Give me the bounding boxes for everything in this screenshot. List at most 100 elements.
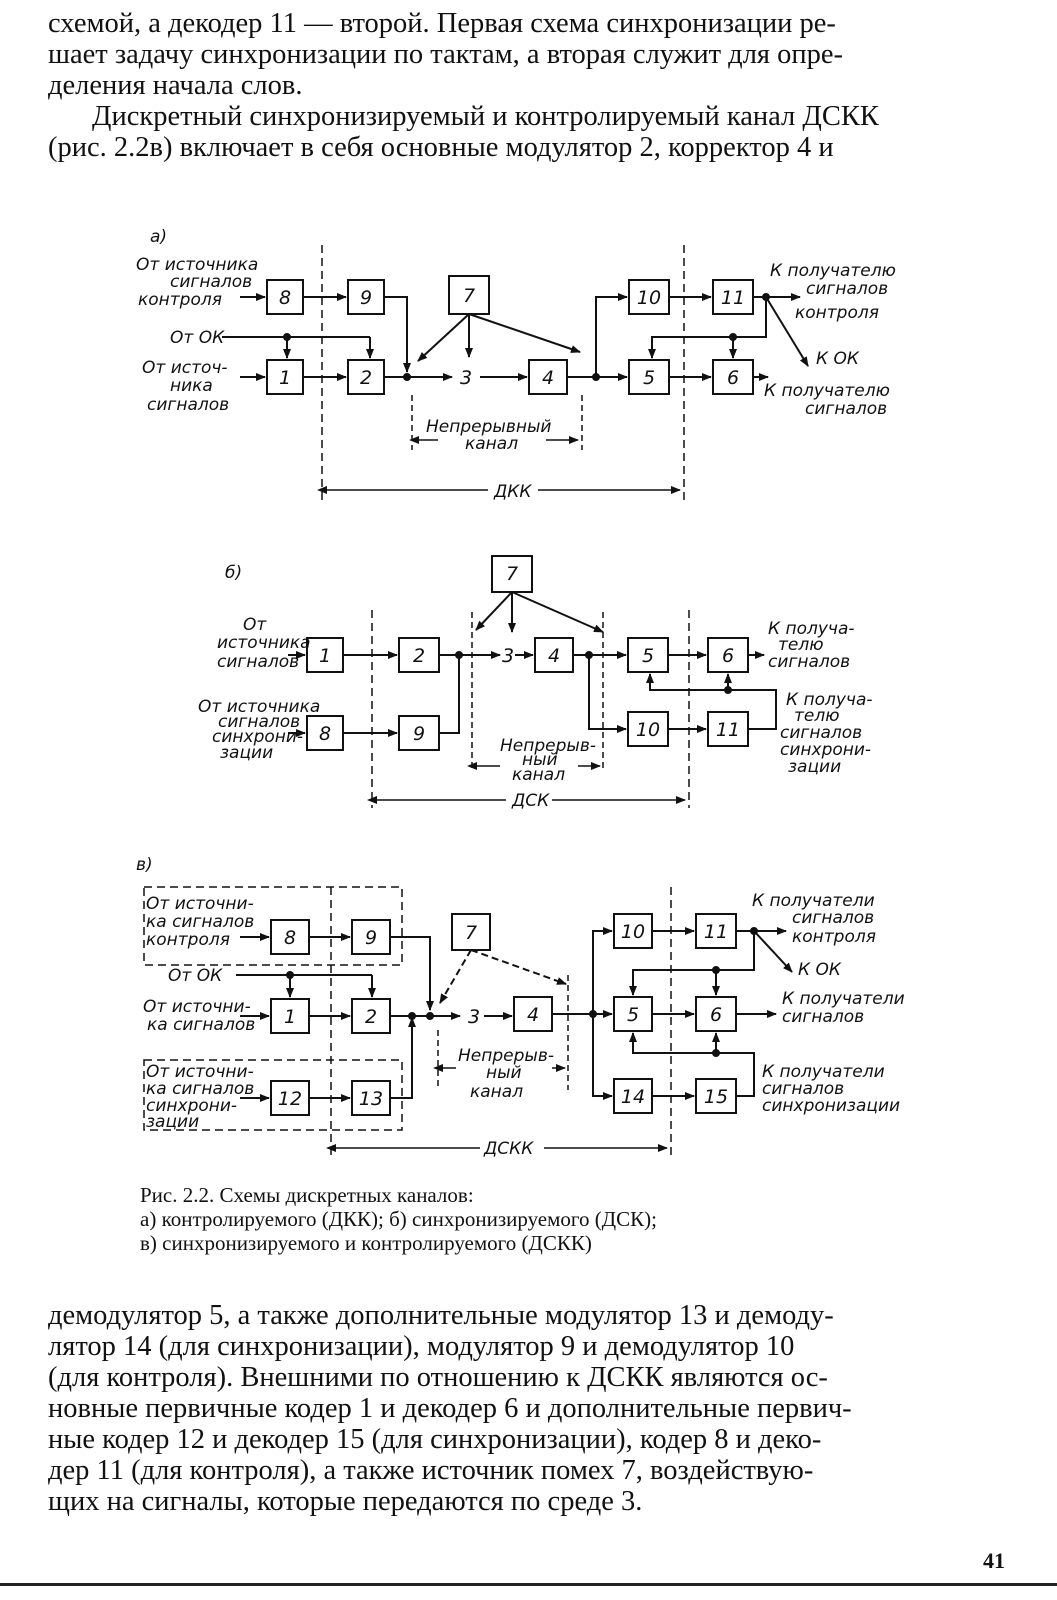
label-receiver-sync: синхронизации xyxy=(762,1096,900,1116)
block-5-number: 5 xyxy=(643,367,655,389)
label-receiver-signals: сигналов xyxy=(805,399,887,419)
block-11-number: 11 xyxy=(721,287,745,309)
page-number: 41 xyxy=(983,1548,1005,1573)
diagram-c-labels: в) От источни- ка сигналов контроля От О… xyxy=(136,855,905,1159)
block-6-number: 6 xyxy=(710,1004,722,1026)
block-2-number: 2 xyxy=(365,1006,377,1028)
label-receiver-signals: К получатели xyxy=(782,989,905,1009)
label-receiver-sync: сигналов xyxy=(762,1079,844,1099)
label-dsk-span: ДСК xyxy=(511,791,550,811)
block-5-number: 5 xyxy=(642,645,654,667)
text-line: Дискретный синхронизируемый и контролиру… xyxy=(92,101,879,132)
label-source-control: контроля xyxy=(138,290,222,310)
block-6-number: 6 xyxy=(722,645,734,667)
label-source-signals: сигналов xyxy=(217,652,299,672)
text-line: дер 11 (для контроля), а также источник … xyxy=(48,1455,814,1486)
label-from-ok: От ОК xyxy=(168,966,223,986)
label-source-sync: синхрони- xyxy=(212,727,303,747)
label-source-signals: ника xyxy=(170,376,213,396)
label-receiver-sync: зации xyxy=(788,757,841,777)
top-paragraph: схемой, а декодер 11 — второй. Первая сх… xyxy=(48,8,1010,163)
label-source-signals: источника xyxy=(217,633,311,653)
label-receiver-signals: К получа- xyxy=(768,619,855,639)
block-8-number: 8 xyxy=(284,927,296,949)
block-8-number: 8 xyxy=(279,287,291,309)
block-4-number: 4 xyxy=(527,1004,539,1026)
label-receiver-control: контроля xyxy=(795,303,879,323)
medium-3-number: 3 xyxy=(460,367,472,389)
block-2-number: 2 xyxy=(360,367,372,389)
block-14-number: 14 xyxy=(621,1086,645,1108)
text-line: новные первичные кодер 1 и декодер 6 и д… xyxy=(48,1393,852,1424)
block-11-number: 11 xyxy=(716,719,740,741)
block-9-number: 9 xyxy=(413,723,425,745)
label-source-signals: От xyxy=(243,615,267,635)
text-line: ные кодер 12 и декодер 15 (для синхрониз… xyxy=(48,1424,822,1455)
block-2-number: 2 xyxy=(413,645,425,667)
label-continuous-channel: ный xyxy=(522,750,558,770)
label-dskk-span: ДСКК xyxy=(483,1139,534,1159)
text-line: шает задачу синхронизации по тактам, а в… xyxy=(48,39,844,70)
label-source-control: контроля xyxy=(146,930,230,950)
block-11-number: 11 xyxy=(704,921,728,943)
diagram-b xyxy=(288,555,777,810)
caption-line: а) контролируемого (ДКК); б) синхронизир… xyxy=(140,1207,657,1231)
label-receiver-control: сигналов xyxy=(792,908,874,928)
label-receiver-signals: сигналов xyxy=(782,1007,864,1027)
diagram-a-labels: От источника сигналов контроля От ОК От … xyxy=(136,255,896,502)
block-5-number: 5 xyxy=(627,1004,639,1026)
label-continuous-channel: Непрерывный xyxy=(426,417,551,437)
caption-line: в) синхронизируемого и контролируемого (… xyxy=(140,1231,592,1255)
label-receiver-control: контроля xyxy=(792,927,876,947)
label-source-sync: От источни- xyxy=(146,1062,254,1082)
label-from-ok: От ОК xyxy=(170,328,225,348)
block-10-number: 10 xyxy=(636,719,660,741)
text-line: схемой, а декодер 11 — второй. Первая сх… xyxy=(48,8,836,39)
text-line: лятор 14 (для синхронизации), модулятор … xyxy=(48,1331,795,1362)
block-1-number: 1 xyxy=(279,367,291,389)
page-bottom-edge xyxy=(0,1583,1057,1586)
label-receiver-sync: сигналов xyxy=(780,723,862,743)
label-continuous-channel: ный xyxy=(486,1063,522,1083)
label-continuous-channel: канал xyxy=(465,434,518,454)
label-source-sync: зации xyxy=(220,743,273,763)
block-7-number: 7 xyxy=(506,563,518,585)
text-line: (для контроля). Внешними по отношению к … xyxy=(48,1362,828,1393)
block-10-number: 10 xyxy=(621,921,645,943)
block-1-number: 1 xyxy=(284,1006,296,1028)
label-receiver-signals: К получателю xyxy=(764,381,890,401)
medium-3-number: 3 xyxy=(502,645,514,667)
medium-3-number: 3 xyxy=(468,1006,480,1028)
label-receiver-sync: К получа- xyxy=(786,690,873,710)
label-source-control: ка сигналов xyxy=(146,912,254,932)
block-1-number: 1 xyxy=(319,645,331,667)
label-continuous-channel: Непрерыв- xyxy=(458,1046,554,1066)
block-12-number: 12 xyxy=(278,1088,302,1110)
label-source-sync: синхрони- xyxy=(146,1096,237,1116)
label-source-signals: сигналов xyxy=(147,395,229,415)
block-9-number: 9 xyxy=(360,287,372,309)
label-receiver-signals: сигналов xyxy=(768,652,850,672)
block-7-number: 7 xyxy=(463,285,475,307)
block-4-number: 4 xyxy=(542,367,554,389)
label-source-sync: От источника xyxy=(198,697,320,717)
block-9-number: 9 xyxy=(365,927,377,949)
label-continuous-channel: канал xyxy=(470,1082,523,1102)
block-8-number: 8 xyxy=(319,723,331,745)
label-source-sync: сигналов xyxy=(218,712,300,732)
label-receiver-control: сигналов xyxy=(806,279,888,299)
label-to-ok: К ОК xyxy=(816,349,860,369)
figure-caption: Рис. 2.2. Схемы дискретных каналов: а) к… xyxy=(140,1183,940,1255)
text-line: щих на сигналы, которые передаются по ср… xyxy=(48,1486,643,1517)
label-receiver-control: К получателю xyxy=(770,261,896,281)
label-receiver-sync: телю xyxy=(794,706,840,726)
label-source-control: От источника xyxy=(136,255,258,275)
diagram-letter: в) xyxy=(136,855,153,875)
label-dkk-span: ДКК xyxy=(493,482,532,502)
label-source-signals: От источ- xyxy=(142,358,228,378)
label-to-ok: К ОК xyxy=(798,960,842,980)
label-receiver-sync: синхрони- xyxy=(780,740,871,760)
diagram-letter: б) xyxy=(225,563,242,583)
block-4-number: 4 xyxy=(548,645,560,667)
